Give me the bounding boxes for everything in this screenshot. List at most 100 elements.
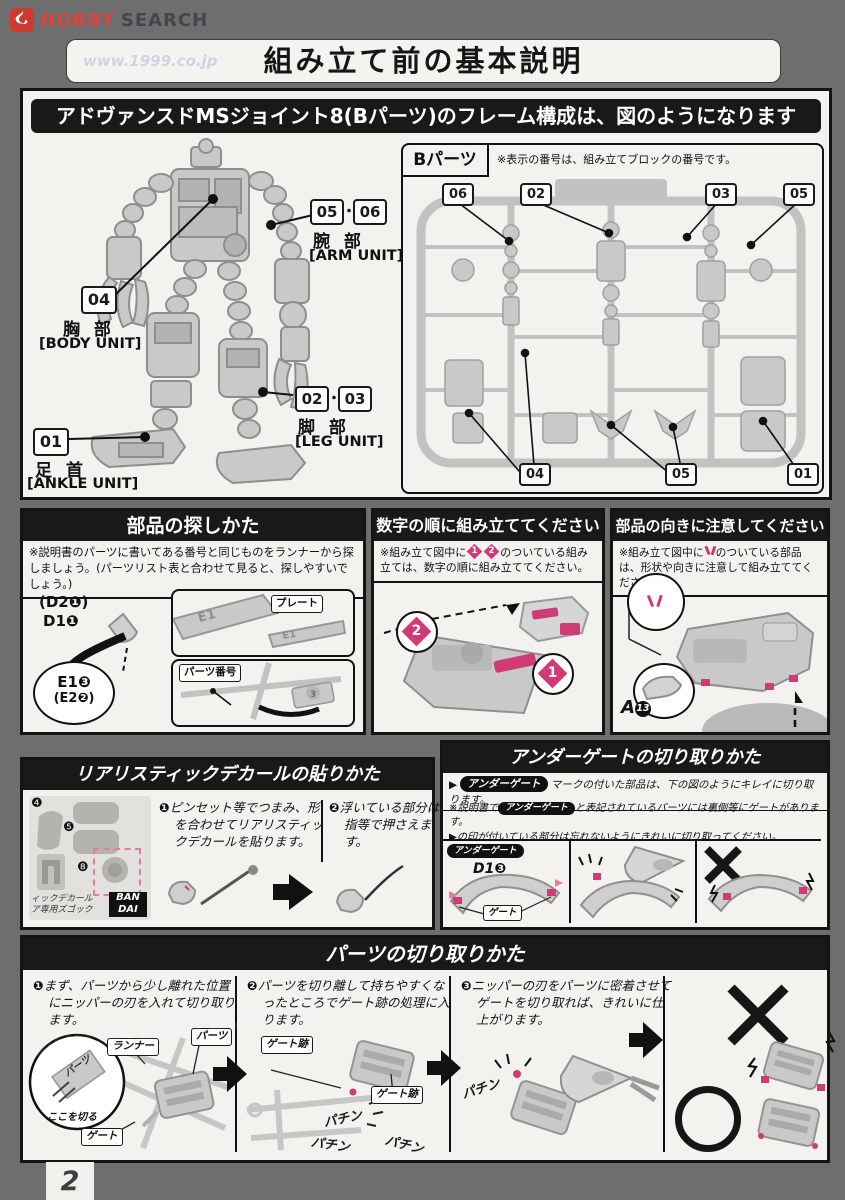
unit-body-en: [BODY UNIT]: [39, 336, 142, 352]
part-number-inset-box: 3 パーツ番号: [171, 659, 355, 727]
frame-section-title: アドヴァンスドMSジョイント8(Bパーツ)のフレーム構成は、図のようになります: [31, 99, 821, 133]
runner-parts: [444, 221, 786, 452]
unit-body-number: 04: [81, 286, 117, 314]
runner-callout-02: 02: [520, 183, 552, 206]
arrow-right-icon: [427, 1050, 461, 1086]
arrow-right-icon: [629, 1022, 663, 1058]
undergate-lead-arrow: ▶: [449, 779, 458, 791]
find-parts-note: ※説明書のパーツに書いてある番号と同じものをランナーから探しましょう。(パーツリ…: [23, 541, 363, 600]
runner-box: Bパーツ ※表示の番号は、組み立てブロックの番号です。: [401, 143, 824, 494]
decal-sheet-number-4: ❹: [31, 796, 43, 811]
cut-gatemark-label-1: ゲート跡: [261, 1036, 313, 1054]
unit-leg-number-2: 03: [338, 386, 372, 412]
cut-step2-illustration: [246, 1040, 415, 1151]
order-mark-2-icon: 2: [483, 543, 500, 560]
o-mark: [675, 1086, 741, 1152]
plate-label: プレート: [271, 595, 323, 613]
cut-step3-text: ニッパーの刃をパーツに密着させてゲートを切り取れば、きれいに仕上がります。: [471, 978, 672, 1027]
unit-body-jp: 胸 部: [63, 320, 115, 340]
decal-divider: [321, 800, 323, 862]
cut-step2-text: パーツを切り離して持ちやすくなったところでゲート跡の処理に入ります。: [257, 978, 450, 1027]
undergate-note1-before: ※説明書で: [449, 803, 499, 814]
orientation-panel: 部品の向きに注意してください ※組み立て図中にのついている部品は、形状や向きに注…: [610, 508, 830, 735]
order-diamond-2: 2: [401, 616, 432, 647]
order-title: 数字の順に組み立ててください: [374, 511, 602, 541]
undergate-strip: アンダーゲート D1❸ ゲート: [443, 839, 821, 923]
undergate-part-good: [449, 873, 563, 918]
frame-section-panel: アドヴァンスドMSジョイント8(Bパーツ)のフレーム構成は、図のようになります: [20, 88, 832, 500]
cut-step1-text: まず、パーツから少し離れた位置にニッパーの刃を入れて切り取ります。: [43, 978, 236, 1027]
plate-number: 3: [310, 690, 316, 700]
watermark: www.1999.co.jp: [83, 52, 218, 70]
orientation-mark-icon: [704, 545, 716, 556]
order-note-after: のついている組み立ては、数字の順に組み立ててください。: [380, 546, 589, 575]
cut-step1-illustration: パーツ ここを切る: [28, 1033, 231, 1150]
part-code-circle: E1❸ (E2❷): [33, 661, 115, 725]
orientation-part-number: 13: [634, 701, 651, 717]
cut-wrong-part: [747, 1031, 836, 1091]
robot-frame-illustration: [68, 138, 314, 485]
order-diamond-1: 1: [537, 658, 568, 689]
decal-step1-text: ピンセット等でつまみ、形を合わせてリアリスティックデカールを貼ります。: [169, 800, 324, 849]
unit-ankle-en: [ANKLE UNIT]: [27, 476, 139, 492]
plate-embossed-code-2: E1: [282, 629, 298, 642]
unit-arm-separator: ・: [342, 204, 356, 220]
hobby-search-logo: HOBBY SEARCH: [10, 7, 208, 33]
order-circle-2: 2: [396, 611, 438, 653]
undergate-cell1-badge: アンダーゲート: [447, 844, 524, 858]
undergate-lead-row: ▶ アンダーゲート マークの付いた部品は、下の図のようにキレイに切り取ります。: [443, 773, 827, 811]
orientation-note-before: ※組み立て図中に: [619, 546, 704, 559]
plate-inset-box: E1 E1 プレート: [171, 589, 355, 657]
plate-embossed-code: E1: [196, 607, 217, 626]
cut-step3-illustration: [494, 1053, 660, 1136]
logo-text-search: SEARCH: [120, 9, 209, 31]
orientation-magnifier-circle: [627, 573, 685, 631]
cut-runner-label: ランナー: [107, 1038, 159, 1056]
undergate-note1-after: と表記されているパーツには裏側等にゲートがあります。: [449, 803, 819, 829]
unit-callout-lines: [68, 194, 314, 442]
label-d2: (D2❶): [39, 593, 89, 611]
label-e2: (E2❷): [53, 691, 95, 706]
page-title: 組み立て前の基本説明: [263, 44, 584, 78]
runner-callout-01: 01: [787, 463, 819, 486]
decal-title: リアリスティックデカールの貼りかた: [23, 760, 432, 790]
decal-sheet-number-8: ❽: [77, 860, 89, 875]
page-number-box: 2: [46, 1162, 94, 1200]
label-d1: D1❶: [43, 612, 79, 630]
runner-callout-05-top: 05: [783, 183, 815, 206]
logo-text-hobby: HOBBY: [40, 9, 115, 31]
runner-callout-04: 04: [519, 463, 551, 486]
runner-note: ※表示の番号は、組み立てブロックの番号です。: [497, 153, 737, 166]
orientation-illustration: [628, 603, 827, 732]
unit-leg-number-1: 02: [295, 386, 329, 412]
runner-callout-05-bottom: 05: [665, 463, 697, 486]
decal-highlight-box: [93, 848, 141, 896]
undergate-panel: アンダーゲートの切り取りかた ▶ アンダーゲート マークの付いた部品は、下の図の…: [440, 740, 830, 930]
find-parts-title: 部品の探しかた: [23, 511, 363, 541]
robot-body: [90, 138, 310, 485]
runner-callout-03: 03: [705, 183, 737, 206]
decal-sheet-number-5: ❺: [63, 820, 75, 835]
decal-step1-number: ❶: [159, 800, 170, 815]
flame-icon: [10, 8, 34, 32]
cut-step2-number: ❷: [247, 978, 258, 993]
cut-title: パーツの切り取りかた: [23, 938, 827, 970]
cut-clean-part: [757, 1098, 821, 1149]
part-number-illustration: 3: [180, 662, 342, 720]
runner-illustration: [416, 179, 806, 479]
orientation-title: 部品の向きに注意してください: [613, 511, 827, 541]
undergate-part-label: D1❸: [473, 861, 507, 877]
runner-callout-lines: [455, 200, 804, 479]
unit-leg-separator: ・: [327, 391, 341, 407]
cut-step1-number: ❶: [33, 978, 44, 993]
order-illustration: [383, 595, 590, 715]
unit-arm-number-1: 05: [310, 199, 344, 225]
undergate-gate-label: ゲート: [483, 905, 522, 922]
unit-ankle-jp: 足 首: [35, 461, 87, 481]
label-e1: E1❸: [57, 673, 91, 691]
runner-callout-06: 06: [442, 183, 474, 206]
cut-gate-label: ゲート: [81, 1128, 123, 1146]
